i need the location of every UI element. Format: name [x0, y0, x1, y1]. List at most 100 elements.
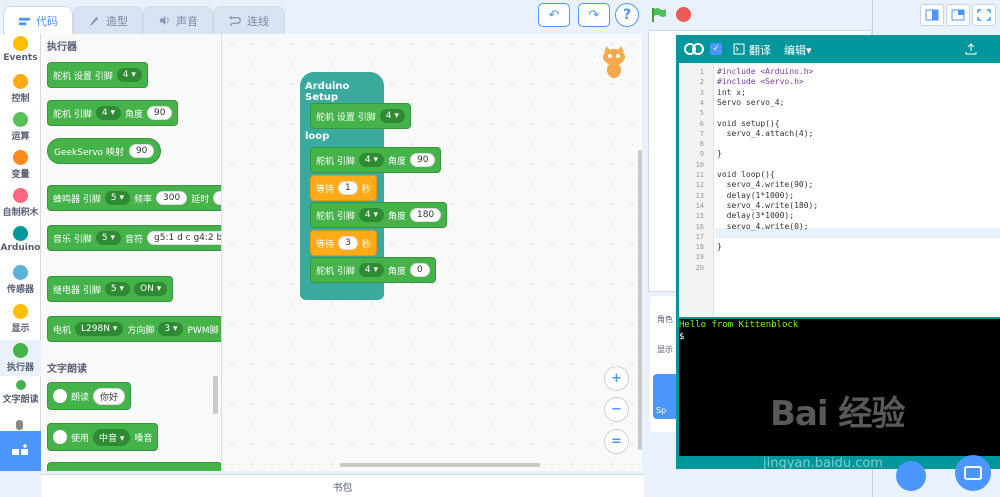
line-number: 6 — [699, 119, 704, 128]
palette-scrollbar[interactable] — [213, 376, 218, 414]
script-workspace[interactable] — [222, 34, 642, 471]
notes-input[interactable]: g5:1 d c g4:2 b:1 — [147, 231, 221, 245]
small-stage-icon — [925, 9, 939, 21]
palette-block-speak[interactable]: 朗读你好 — [47, 382, 132, 410]
driver-dropdown[interactable]: L298N ▾ — [75, 322, 124, 336]
speaker-icon — [53, 430, 67, 444]
angle-input[interactable]: 90 — [410, 153, 436, 167]
tab-costumes[interactable]: 造型 — [73, 6, 143, 34]
show-label: 显示 — [657, 345, 673, 354]
text-input[interactable]: 你好 — [93, 387, 126, 405]
tab-label: 造型 — [106, 14, 128, 28]
serial-terminal[interactable]: Hello from Kittenblock $ — [679, 319, 1000, 456]
pin-dropdown[interactable]: 4 ▾ — [358, 208, 384, 222]
delay-input[interactable]: 5 — [213, 191, 221, 205]
value-input[interactable]: 90 — [128, 144, 155, 158]
workspace-horizontal-scrollbar[interactable] — [340, 463, 540, 467]
green-flag-icon[interactable] — [650, 6, 668, 24]
extension-icon — [11, 444, 28, 455]
pin-dropdown[interactable]: 3 ▾ — [158, 322, 184, 336]
state-dropdown[interactable]: ON ▾ — [134, 282, 168, 296]
workspace-vertical-scrollbar[interactable] — [638, 150, 642, 450]
pin-dropdown[interactable]: 4 ▾ — [358, 263, 384, 277]
upload-icon[interactable] — [965, 43, 977, 55]
zoom-in-button[interactable]: + — [604, 366, 629, 391]
palette-block-voice[interactable]: 使用中音 ▾嗓音 — [47, 423, 159, 451]
terminal-prompt: $ — [679, 332, 685, 342]
line-number: 14 — [695, 201, 704, 210]
stop-button[interactable] — [676, 7, 691, 22]
code-line: servo_4.write(90); — [717, 180, 814, 190]
pin-dropdown[interactable]: 4 ▾ — [95, 106, 121, 120]
line-number: 18 — [695, 243, 704, 252]
category-actuators[interactable]: 执行器 — [0, 340, 41, 376]
small-stage-button[interactable] — [920, 4, 944, 26]
line-number: 1 — [699, 68, 704, 76]
seconds-input[interactable]: 1 — [338, 181, 358, 195]
frequency-input[interactable]: 300 — [156, 191, 188, 205]
category-display[interactable]: 显示 — [0, 304, 41, 334]
angle-input[interactable]: 0 — [410, 263, 430, 277]
category-tts[interactable]: 文字朗读 — [0, 380, 41, 405]
pin-dropdown[interactable]: 4 ▾ — [116, 68, 142, 82]
tab-code[interactable]: 代码 — [3, 6, 73, 35]
help-button[interactable]: ? — [615, 3, 639, 27]
redo-button[interactable]: ↷ — [578, 3, 610, 27]
sprite-thumbnail[interactable]: Sp — [653, 374, 679, 419]
category-dot — [13, 343, 28, 358]
pin-dropdown[interactable]: 4 ▾ — [358, 153, 384, 167]
category-arduino[interactable]: Arduino — [0, 226, 41, 253]
fullscreen-button[interactable] — [972, 4, 996, 26]
code-line: #include <Arduino.h> — [717, 67, 814, 76]
zoom-reset-button[interactable]: = — [604, 429, 629, 454]
category-dot — [13, 304, 28, 319]
category-menu: Events 控制 运算 变量 自制积木 Arduino 传感器 显示 执行器 … — [0, 34, 41, 471]
tab-sounds[interactable]: 声音 — [143, 6, 213, 34]
category-dot — [13, 36, 28, 51]
angle-input[interactable]: 90 — [147, 106, 173, 120]
pin-dropdown[interactable]: 5 ▾ — [95, 231, 121, 245]
pin-dropdown[interactable]: 5 ▾ — [104, 282, 130, 296]
pin-dropdown[interactable]: 4 ▾ — [379, 109, 405, 123]
category-variables[interactable]: 变量 — [0, 150, 41, 180]
choose-sprite-button[interactable] — [896, 461, 926, 491]
angle-input[interactable]: 180 — [410, 208, 442, 222]
palette-block-partial[interactable] — [47, 462, 221, 471]
tab-wiring[interactable]: 连线 — [213, 6, 285, 34]
choose-backdrop-button[interactable] — [955, 455, 991, 491]
zoom-out-icon: − — [611, 402, 622, 417]
code-line: servo_4.write(0); — [717, 221, 809, 231]
add-extension-button[interactable] — [0, 431, 41, 471]
palette-block-buzzer[interactable]: 蜂鸣器 引脚5 ▾频率300延时5 — [47, 185, 221, 211]
category-sensors[interactable]: 传感器 — [0, 265, 41, 295]
undo-button[interactable]: ↶ — [538, 3, 570, 27]
backpack-bar[interactable]: 书包 — [41, 474, 644, 497]
seconds-input[interactable]: 3 — [338, 236, 358, 250]
category-dot — [13, 188, 28, 203]
translate-button[interactable]: 翻译 — [749, 44, 771, 57]
category-control[interactable]: 控制 — [0, 74, 41, 104]
voice-dropdown[interactable]: 中音 ▾ — [93, 428, 131, 446]
checkbox[interactable]: ✓ — [710, 43, 722, 55]
pin-dropdown[interactable]: 5 ▾ — [104, 191, 130, 205]
category-my-blocks[interactable]: 自制积木 — [0, 188, 41, 218]
large-stage-button[interactable] — [946, 4, 970, 26]
category-events[interactable]: Events — [0, 36, 41, 63]
category-operators[interactable]: 运算 — [0, 112, 41, 142]
zoom-out-button[interactable]: − — [604, 397, 629, 422]
edit-menu[interactable]: 编辑▾ — [784, 44, 812, 57]
